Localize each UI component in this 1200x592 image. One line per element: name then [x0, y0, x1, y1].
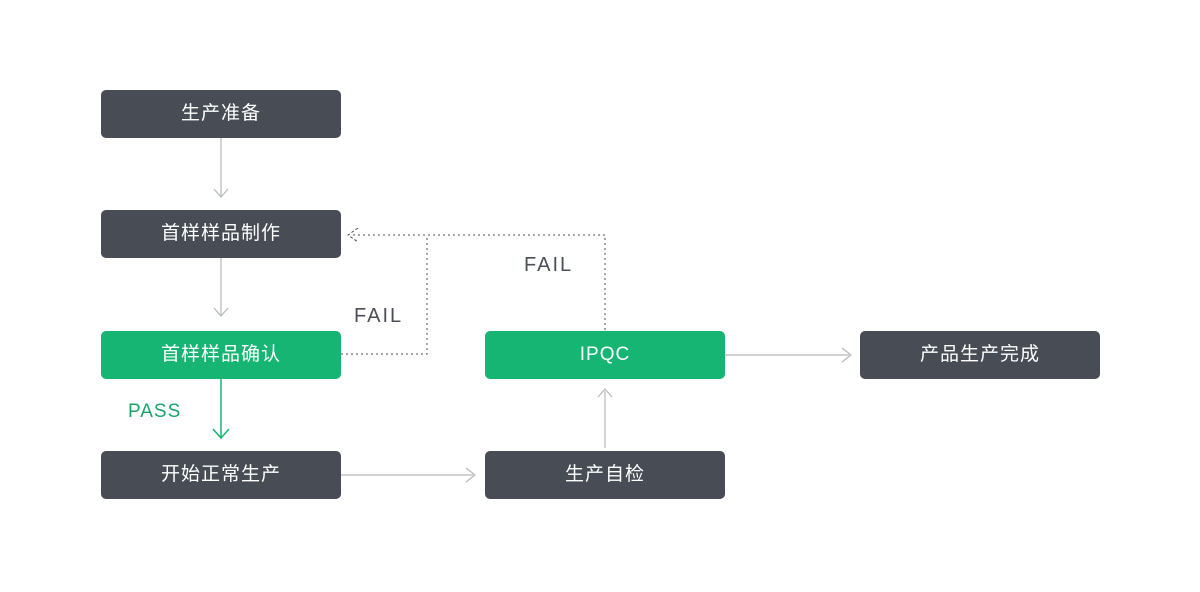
- edge-fail-arrowhead: [347, 227, 359, 243]
- edge-ipqc-to-complete: [725, 347, 852, 363]
- edge-start-to-inspection: [341, 467, 476, 483]
- node-ipqc: IPQC: [485, 331, 725, 379]
- edge-inspection-to-ipqc: [597, 388, 613, 448]
- edge-confirm-fail-dotted: [341, 235, 428, 355]
- node-production-prep: 生产准备: [101, 90, 341, 138]
- edge-label-fail-confirm: FAIL: [354, 305, 404, 327]
- edge-confirm-to-start-pass: [212, 379, 230, 440]
- edge-label-pass: PASS: [128, 401, 182, 422]
- edge-label-fail-ipqc: FAIL: [524, 254, 574, 276]
- node-first-sample-make: 首样样品制作: [101, 210, 341, 258]
- edge-prep-to-make: [213, 138, 229, 198]
- node-production-complete: 产品生产完成: [860, 331, 1100, 379]
- node-start-normal-production: 开始正常生产: [101, 451, 341, 499]
- node-first-sample-confirm: 首样样品确认: [101, 331, 341, 379]
- edge-make-to-confirm: [213, 258, 229, 317]
- node-self-inspection: 生产自检: [485, 451, 725, 499]
